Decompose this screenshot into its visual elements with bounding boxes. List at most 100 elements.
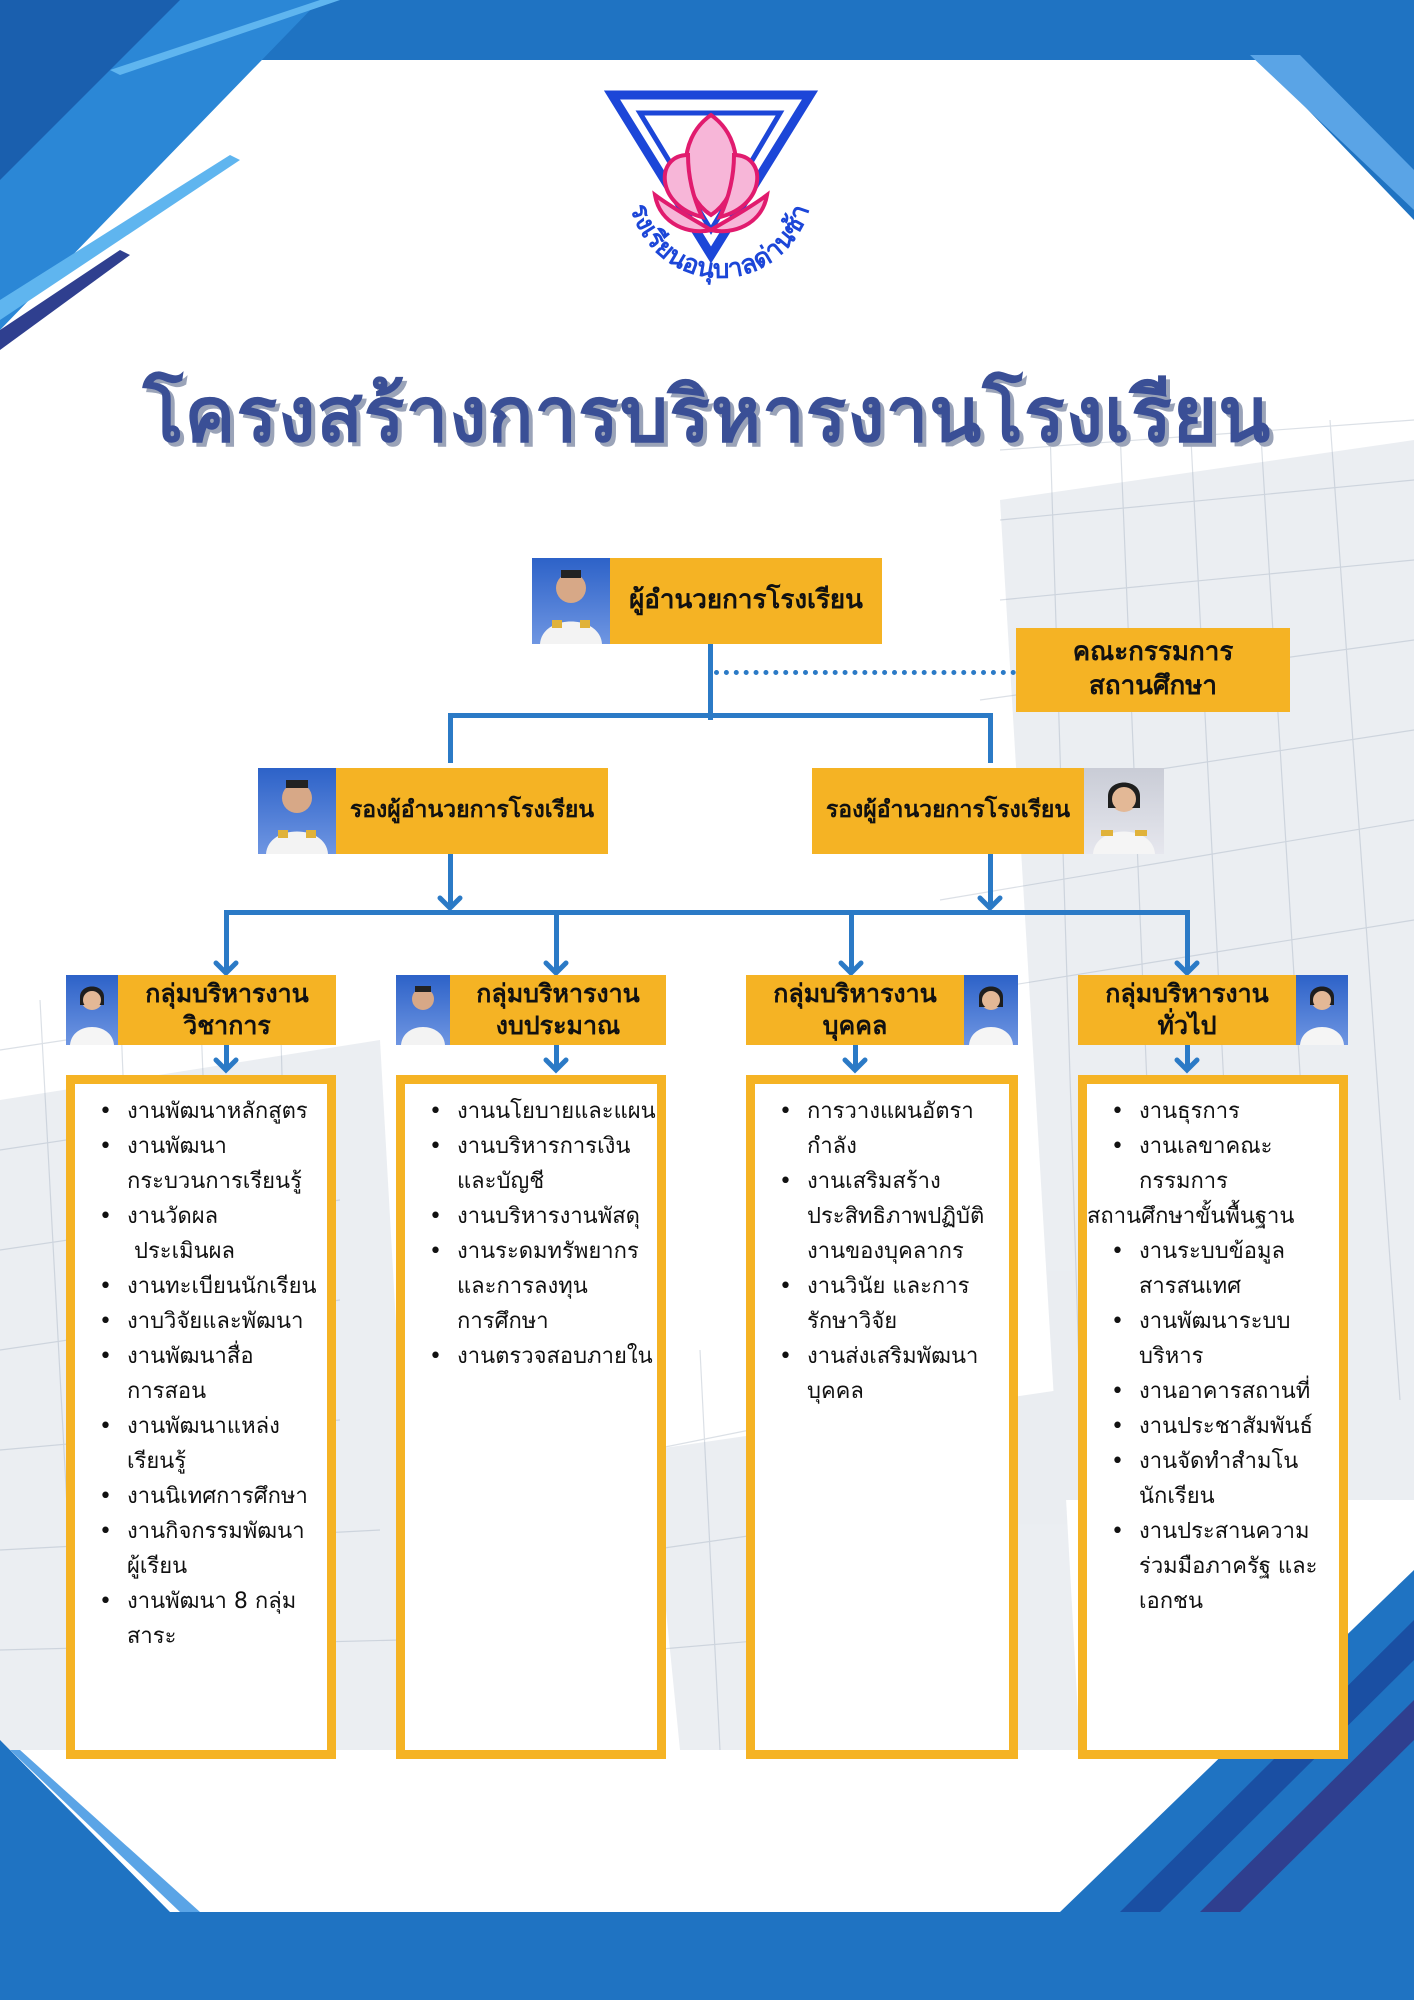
- group3-title-line1: กลุ่มบริหารงาน: [773, 978, 937, 1011]
- list-item-line: งานเสริมสร้าง: [807, 1164, 1009, 1199]
- list-item: งาบวิจัยและพัฒนา: [127, 1304, 327, 1339]
- list-item-line: และการลงทุน: [457, 1269, 657, 1304]
- group2-photo: [396, 975, 450, 1045]
- group4-title-line1: กลุ่มบริหารงาน: [1105, 978, 1269, 1011]
- deputy-right-label: รองผู้อำนวยการโรงเรียน: [826, 796, 1070, 826]
- list-item-line: งานวัดผล: [127, 1199, 327, 1234]
- deputy-left-photo: [258, 768, 336, 854]
- list-item: งานวัดผล ประเมินผล: [127, 1199, 327, 1269]
- group4-list: งานธุรการงานเลขาคณะกรรมการสถานศึกษาขั้นพ…: [1087, 1094, 1339, 1619]
- list-item-line: งานประสานความ: [1139, 1514, 1339, 1549]
- list-item: งานเสริมสร้างประสิทธิภาพปฏิบัติงานของบุค…: [807, 1164, 1009, 1269]
- list-item-line: งานพัฒนาสื่อ: [127, 1339, 327, 1374]
- list-item-line: ร่วมมือภาครัฐ และ: [1139, 1549, 1339, 1584]
- list-item-line: เอกชน: [1139, 1584, 1339, 1619]
- group4-header: กลุ่มบริหารงาน ทั่วไป: [1078, 975, 1296, 1045]
- list-item-line: ผู้เรียน: [127, 1549, 327, 1584]
- list-item-line: บริหาร: [1139, 1339, 1339, 1374]
- group1-list-box: งานพัฒนาหลักสูตรงานพัฒนากระบวนการเรียนรู…: [66, 1075, 336, 1759]
- group3-list: การวางแผนอัตรากำลังงานเสริมสร้างประสิทธิ…: [755, 1094, 1009, 1409]
- list-item-line: การสอน: [127, 1374, 327, 1409]
- list-item-line: งานทะเบียนนักเรียน: [127, 1269, 327, 1304]
- group3-list-box: การวางแผนอัตรากำลังงานเสริมสร้างประสิทธิ…: [746, 1075, 1018, 1759]
- deputy-left-label: รองผู้อำนวยการโรงเรียน: [350, 796, 594, 826]
- list-item: งานธุรการ: [1139, 1094, 1339, 1129]
- group4-title-line2: ทั่วไป: [1158, 1010, 1217, 1043]
- list-item: สถานศึกษาขั้นพื้นฐาน: [1087, 1199, 1339, 1234]
- list-item-line: กำลัง: [807, 1129, 1009, 1164]
- list-item-line: งานพัฒนาแหล่ง: [127, 1409, 327, 1444]
- list-item: งานตรวจสอบภายใน: [457, 1339, 657, 1374]
- group3-header: กลุ่มบริหารงาน บุคคล: [746, 975, 964, 1045]
- list-item-line: งานของบุคลากร: [807, 1234, 1009, 1269]
- list-item-line: งานอาคารสถานที่: [1139, 1374, 1339, 1409]
- group1-title-line1: กลุ่มบริหารงาน: [145, 978, 309, 1011]
- group3-photo: [964, 975, 1018, 1045]
- list-item-line: งานระบบข้อมูล: [1139, 1234, 1339, 1269]
- list-item: งานอาคารสถานที่: [1139, 1374, 1339, 1409]
- list-item-line: งานพัฒนา: [127, 1129, 327, 1164]
- list-item-line: งานพัฒนาระบบ: [1139, 1304, 1339, 1339]
- director-photo: [532, 558, 610, 644]
- committee-box: คณะกรรมการ สถานศึกษา: [1016, 628, 1290, 712]
- deputy-left-box: รองผู้อำนวยการโรงเรียน: [336, 768, 608, 854]
- list-item-line: งานบริหารงานพัสดุ: [457, 1199, 657, 1234]
- group1-header: กลุ่มบริหารงาน วิชาการ: [118, 975, 336, 1045]
- list-item: งานพัฒนาหลักสูตร: [127, 1094, 327, 1129]
- list-item-line: งานนโยบายและแผน: [457, 1094, 657, 1129]
- group2-header: กลุ่มบริหารงาน งบประมาณ: [450, 975, 666, 1045]
- list-item-line: งานนิเทศการศึกษา: [127, 1479, 327, 1514]
- committee-label-line2: สถานศึกษา: [1089, 670, 1217, 704]
- list-item-line: นักเรียน: [1139, 1479, 1339, 1514]
- list-item-line: เรียนรู้: [127, 1444, 327, 1479]
- list-item-line: งานระดมทรัพยากร: [457, 1234, 657, 1269]
- lotus-logo-icon: โรงเรียนอนุบาลด่านซ้าย: [600, 85, 840, 325]
- list-item-line: สารสนเทศ: [1139, 1269, 1339, 1304]
- deputy-right-box: รองผู้อำนวยการโรงเรียน: [812, 768, 1084, 854]
- list-item-line: งานวินัย และการ: [807, 1269, 1009, 1304]
- group2-list-box: งานนโยบายและแผนงานบริหารการเงินและบัญชีง…: [396, 1075, 666, 1759]
- committee-label-line1: คณะกรรมการ: [1073, 636, 1234, 670]
- list-item: งานนโยบายและแผน: [457, 1094, 657, 1129]
- school-logo: โรงเรียนอนุบาลด่านซ้าย: [600, 85, 840, 325]
- list-item-line: การศึกษา: [457, 1304, 657, 1339]
- list-item-line: งานจัดทำสำมโน: [1139, 1444, 1339, 1479]
- group2-list: งานนโยบายและแผนงานบริหารการเงินและบัญชีง…: [405, 1094, 657, 1374]
- page-title: โครงสร้างการบริหารงานโรงเรียน: [0, 355, 1414, 475]
- list-item-line: สถานศึกษาขั้นพื้นฐาน: [1087, 1199, 1339, 1234]
- list-item-line: กรรมการ: [1139, 1164, 1339, 1199]
- group4-photo: [1296, 975, 1348, 1045]
- group1-list: งานพัฒนาหลักสูตรงานพัฒนากระบวนการเรียนรู…: [75, 1094, 327, 1654]
- list-item: งานประชาสัมพันธ์: [1139, 1409, 1339, 1444]
- group2-title-line1: กลุ่มบริหารงาน: [476, 978, 640, 1011]
- list-item-line: งาบวิจัยและพัฒนา: [127, 1304, 327, 1339]
- list-item-line: ประเมินผล: [127, 1234, 327, 1269]
- list-item-line: งานพัฒนาหลักสูตร: [127, 1094, 327, 1129]
- list-item: งานทะเบียนนักเรียน: [127, 1269, 327, 1304]
- list-item: งานบริหารงานพัสดุ: [457, 1199, 657, 1234]
- list-item-line: กระบวนการเรียนรู้: [127, 1164, 327, 1199]
- group1-photo: [66, 975, 118, 1045]
- list-item-line: สาระ: [127, 1619, 327, 1654]
- director-box: ผู้อำนวยการโรงเรียน: [610, 558, 882, 644]
- list-item-line: งานตรวจสอบภายใน: [457, 1339, 657, 1374]
- list-item-line: และบัญชี: [457, 1164, 657, 1199]
- group4-list-box: งานธุรการงานเลขาคณะกรรมการสถานศึกษาขั้นพ…: [1078, 1075, 1348, 1759]
- group1-title-line2: วิชาการ: [183, 1010, 271, 1043]
- list-item-line: ประสิทธิภาพปฏิบัติ: [807, 1199, 1009, 1234]
- group3-title-line2: บุคคล: [823, 1010, 888, 1043]
- list-item: งานพัฒนาแหล่งเรียนรู้: [127, 1409, 327, 1479]
- list-item-line: งานประชาสัมพันธ์: [1139, 1409, 1339, 1444]
